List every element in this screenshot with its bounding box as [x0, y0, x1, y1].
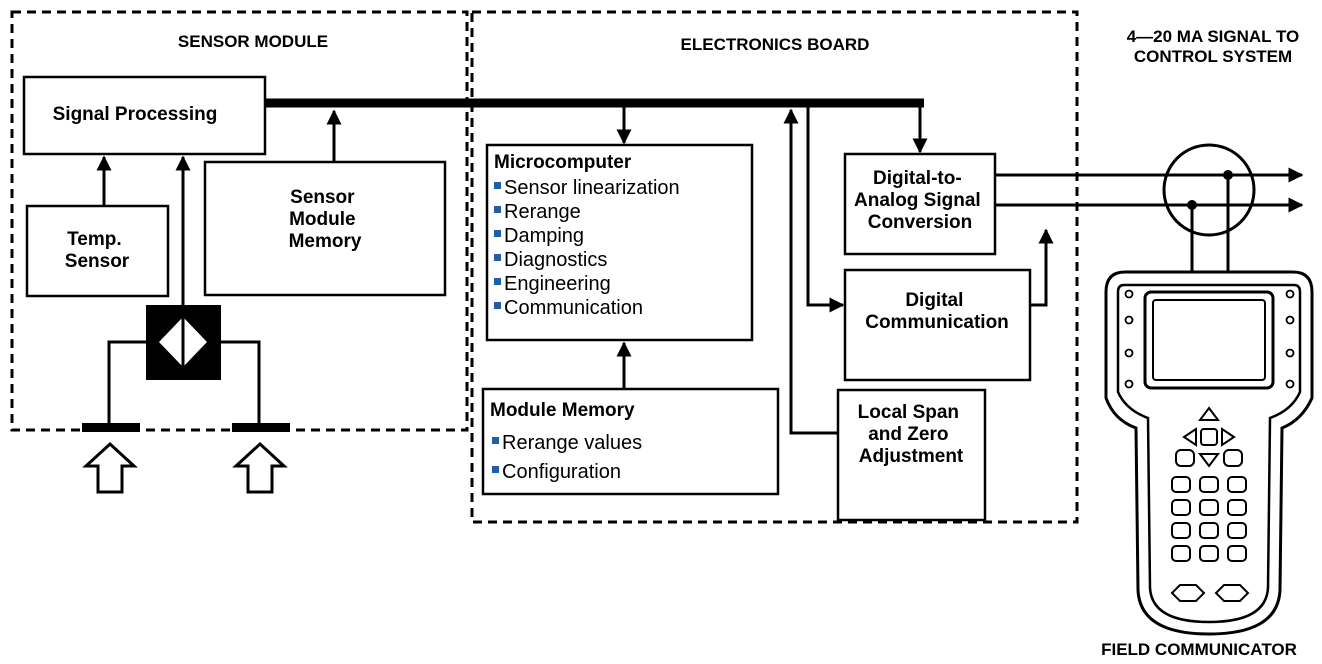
microcomputer-list: Sensor linearization Rerange Damping Dia…: [494, 177, 680, 319]
dac-line-1: Digital-to-: [873, 168, 962, 189]
micro-item-6: Communication: [504, 297, 643, 319]
digital-comm-line-1: Digital: [905, 290, 963, 311]
communicator-keypad: [1171, 476, 1247, 562]
output-signal-heading-2: CONTROL SYSTEM: [1134, 47, 1292, 66]
sensor-memory-line-1: Sensor: [290, 187, 355, 208]
module-memory-item-1: Rerange values: [502, 432, 642, 454]
temp-sensor-line-1: Temp.: [67, 229, 122, 250]
svg-text:Local Span and Zero Ad: Local Span and Zero Adjustment: [858, 402, 965, 467]
nav-up-icon: [1198, 406, 1220, 421]
local-span-zero-block: [836, 388, 987, 522]
local-span-to-bus-arrow: [783, 108, 838, 435]
sensor-module-heading: SENSOR MODULE: [178, 32, 328, 51]
left-diaphragm-line: [107, 340, 146, 425]
signal-processing-block: [22, 75, 267, 156]
dac-block: [843, 152, 997, 256]
local-span-line-3: Adjustment: [859, 446, 964, 467]
micro-item-1: Sensor linearization: [504, 177, 680, 199]
microcomputer-block: [485, 143, 754, 342]
temp-sensor-line-2: Sensor: [65, 251, 130, 272]
dac-line-3: Conversion: [868, 212, 973, 233]
electronics-board-heading: ELECTRONICS BOARD: [681, 35, 870, 54]
output-signal-heading-1: 4—20 MA SIGNAL TO: [1127, 27, 1300, 46]
nav-left-icon: [1182, 427, 1197, 447]
connection-circle: [1162, 143, 1256, 237]
micro-item-3: Damping: [504, 225, 584, 247]
bus-to-digital-comm-arrow: [806, 103, 845, 313]
svg-text:Digital-to- Analog Signal: Digital-to- Analog Signal Conversion: [854, 168, 986, 233]
nav-right-icon: [1221, 427, 1236, 447]
local-span-line-1: Local Span: [858, 402, 959, 423]
local-span-line-2: and Zero: [868, 424, 948, 445]
sensor-memory-line-3: Memory: [289, 231, 362, 252]
nav-center-icon: [1200, 428, 1218, 446]
svg-text:Digital Communication: Digital Communication: [865, 290, 1009, 333]
signal-processing-label: Signal Processing: [53, 104, 218, 125]
field-communicator-label: FIELD COMMUNICATOR: [1101, 640, 1297, 659]
sensor-memory-line-2: Module: [289, 209, 356, 230]
digital-communication-block: [843, 268, 1032, 382]
digital-comm-line-2: Communication: [865, 312, 1009, 333]
right-diaphragm-line: [221, 340, 261, 425]
micro-item-4: Diagnostics: [504, 249, 607, 271]
dac-line-2: Analog Signal: [854, 190, 981, 211]
svg-text:Temp. Sensor: Temp. Sensor: [65, 229, 130, 272]
microcomputer-title: Microcomputer: [494, 152, 632, 173]
module-memory-title: Module Memory: [490, 400, 635, 421]
sensor-module-memory-block: [203, 160, 447, 297]
module-memory-block: [481, 387, 780, 496]
svg-text:Sensor Module Memory: Sensor Module Memory: [289, 187, 362, 252]
electronics-board-region: [470, 10, 1079, 524]
nav-down-icon: [1198, 453, 1220, 468]
micro-item-2: Rerange: [504, 201, 581, 223]
pressure-in-left-icon: [82, 441, 138, 494]
micro-item-5: Engineering: [504, 273, 611, 295]
digital-comm-to-dac-arrow: [1030, 228, 1054, 307]
field-communicator-device: [1104, 270, 1314, 636]
module-memory-item-2: Configuration: [502, 461, 621, 483]
pressure-in-right-icon: [232, 441, 288, 494]
function-key-left-icon: [1170, 584, 1206, 602]
temp-sensor-block: [25, 204, 170, 298]
function-key-right-icon: [1214, 584, 1250, 602]
